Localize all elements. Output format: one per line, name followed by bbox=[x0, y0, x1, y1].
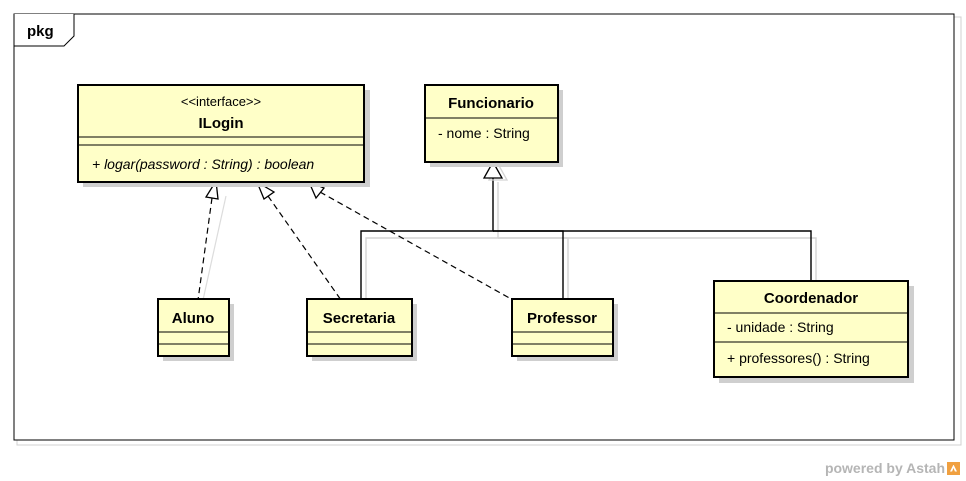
secretaria-name: Secretaria bbox=[323, 310, 396, 327]
ilogin-stereotype: <<interface>> bbox=[181, 94, 261, 109]
generalization-tree bbox=[360, 160, 817, 302]
class-coordenador[interactable]: Coordenador - unidade : String + profess… bbox=[713, 280, 914, 383]
funcionario-name: Funcionario bbox=[448, 95, 534, 112]
ilogin-name: ILogin bbox=[199, 115, 244, 132]
watermark-text: powered by Astah bbox=[824, 460, 945, 476]
astah-logo-icon bbox=[947, 461, 960, 475]
astah-watermark: powered by Astah bbox=[825, 460, 960, 476]
coordenador-attribute-unidade: - unidade : String bbox=[727, 319, 834, 335]
class-funcionario[interactable]: Funcionario - nome : String bbox=[424, 84, 563, 167]
class-professor[interactable]: Professor bbox=[511, 298, 618, 361]
class-ilogin[interactable]: <<interface>> ILogin + logar(password : … bbox=[77, 84, 370, 187]
professor-name: Professor bbox=[527, 310, 597, 327]
package-label: pkg bbox=[27, 23, 54, 40]
class-secretaria[interactable]: Secretaria bbox=[306, 298, 417, 361]
coordenador-name: Coordenador bbox=[764, 290, 858, 307]
generalization-arrowhead bbox=[482, 160, 504, 179]
funcionario-attribute-nome: - nome : String bbox=[438, 125, 530, 141]
ilogin-operation-logar: + logar(password : String) : boolean bbox=[92, 156, 314, 172]
aluno-name: Aluno bbox=[172, 310, 215, 327]
coordenador-operation-professores: + professores() : String bbox=[727, 350, 870, 366]
class-aluno[interactable]: Aluno bbox=[157, 298, 234, 361]
